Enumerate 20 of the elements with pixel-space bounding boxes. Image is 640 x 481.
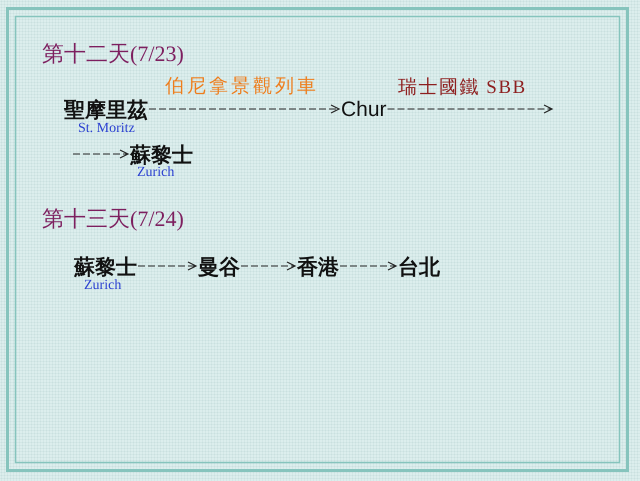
place-caption: St. Moritz — [78, 122, 135, 136]
edge-label: 伯尼拿景觀列車 — [165, 77, 319, 96]
edge-label: 瑞士國鐵 SBB — [398, 78, 527, 97]
place-name: 蘇黎士 — [74, 256, 137, 276]
day-heading: 第十三天(7/24) — [42, 208, 184, 230]
dashed-arrow — [138, 261, 197, 271]
dashed-arrow — [340, 261, 397, 271]
place-caption: Zurich — [137, 166, 174, 180]
day-heading: 第十二天(7/23) — [42, 43, 184, 65]
place-name: 聖摩里茲 — [64, 98, 148, 120]
place-name: 蘇黎士 — [130, 144, 193, 164]
dashed-arrow — [149, 104, 340, 114]
place-name: 香港 — [297, 256, 339, 276]
place-name: Chur — [341, 98, 387, 120]
place-caption: Zurich — [84, 279, 122, 293]
dashed-arrow — [388, 104, 553, 114]
dashed-arrow — [241, 261, 296, 271]
place-name: 曼谷 — [198, 256, 240, 276]
dashed-arrow — [73, 149, 129, 159]
place-name: 台北 — [398, 256, 440, 276]
